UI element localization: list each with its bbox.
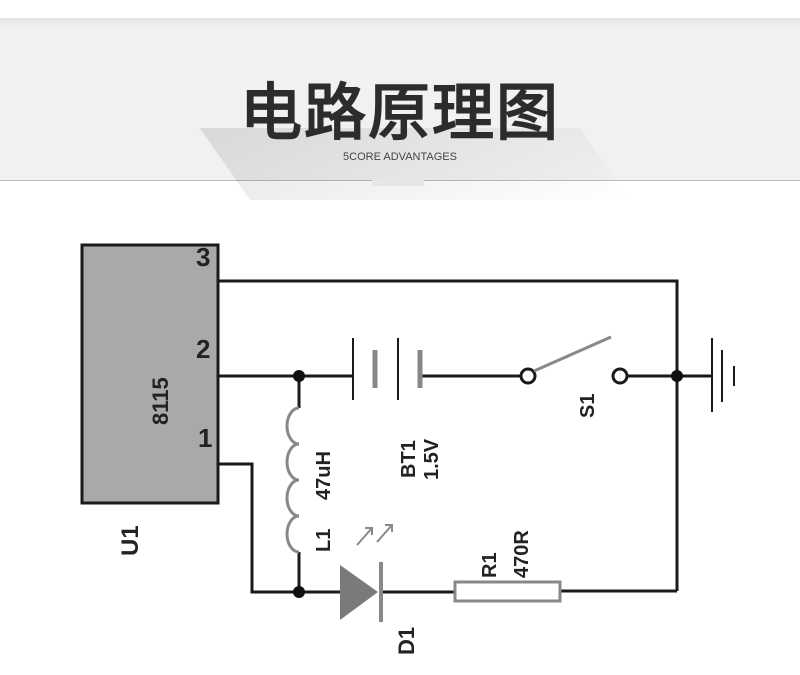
switch-ref-label: S1 bbox=[577, 394, 599, 418]
ic-u1-body bbox=[80, 243, 220, 505]
switch-contact bbox=[611, 367, 629, 385]
pin-2-label: 2 bbox=[196, 334, 210, 364]
switch-lever bbox=[533, 335, 612, 373]
pin-3-label: 3 bbox=[196, 242, 210, 272]
inductor-coil bbox=[285, 406, 300, 554]
page-subtitle: 5CORE ADVANTAGES bbox=[343, 151, 457, 163]
ic-ref-label: U1 bbox=[117, 525, 144, 556]
page-title: 电路原理图 bbox=[239, 76, 560, 149]
header-banner: 电路原理图 5CORE ADVANTAGES bbox=[0, 18, 800, 200]
inductor-value-label: 47uH bbox=[313, 451, 335, 500]
resistor-ref-label: R1 bbox=[479, 552, 501, 578]
junction-dots bbox=[293, 370, 683, 598]
switch-contact bbox=[519, 367, 537, 385]
pin-1-label: 1 bbox=[198, 423, 212, 453]
resistor-body bbox=[453, 580, 562, 603]
inductor-ref-label: L1 bbox=[313, 529, 335, 552]
ic-part-label: 8115 bbox=[148, 377, 173, 425]
led-triangle bbox=[340, 565, 378, 620]
led-ref-label: D1 bbox=[394, 627, 419, 655]
wire-pin3 bbox=[218, 279, 679, 591]
resistor-value-label: 470R bbox=[511, 530, 533, 578]
banner-notch bbox=[372, 180, 424, 186]
battery-value-label: 1.5V bbox=[421, 438, 443, 480]
battery-ref-label: BT1 bbox=[398, 440, 420, 478]
